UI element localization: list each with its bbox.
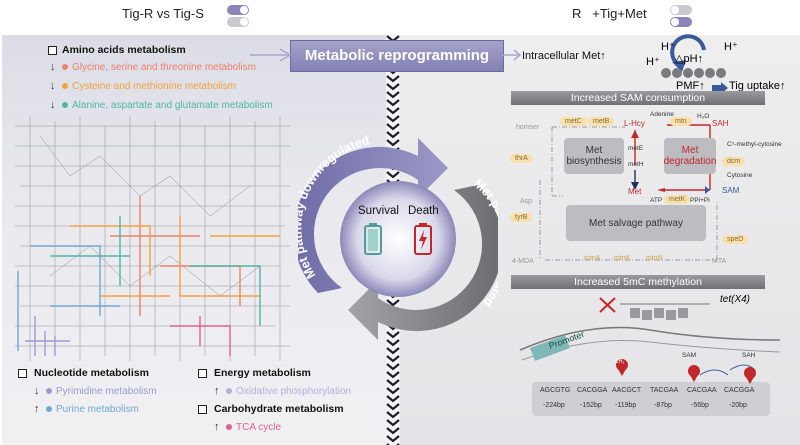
site-seq-2: CACGGA [577,387,608,394]
enzyme-metE: metE [628,145,644,152]
ch3-pin-1 [616,359,628,376]
amino-arrow-3: ↓ [50,99,56,111]
amino-checkbox [48,46,57,55]
enzyme-mtn: mtn [670,117,692,126]
enzyme-mtnK: mtnK [614,255,631,262]
sah-label: SAH [712,119,729,128]
energy-checkbox [198,369,207,378]
atp-label: ATP [650,197,663,204]
tet-gene-label: tet(X4) [720,294,751,305]
met-label: Met [628,187,642,196]
met-salvage-box: Met salvage pathway [566,205,706,241]
tig-uptake-label: Tig uptake↑ [729,80,786,92]
amino-item-3: Alanine, aspartate and glutamate metabol… [62,100,273,111]
lhcy-label: L-Hcy [624,119,645,128]
site-seq-6: CACGGA [724,387,755,394]
carbohydrate-arrow: ↑ [214,421,220,433]
site-pos-2: -152bp [580,402,602,409]
enzyme-tyrB: tyrB [510,213,533,222]
ch3-pin-3 [744,367,756,384]
site-pos-1: -224bp [543,402,565,409]
toggle-switch-top-right[interactable] [670,5,692,15]
mda-label: 4-MDA [512,258,534,265]
metabolic-reprogramming-banner: Metabolic reprogramming [290,40,504,72]
site-pos-3: -119bp [615,402,637,409]
enzyme-metC: metC [560,117,587,126]
sam-consumption-band: Increased SAM consumption [511,91,765,105]
homser-label: homser [516,124,540,131]
cytosine-label: Cytosine [727,172,753,179]
proton-cycle-arrow [670,34,706,72]
pmf-label: PMF↑ [676,80,705,92]
energy-arrow: ↑ [214,385,220,397]
enzyme-metH: metH [628,161,644,168]
amino-acids-title: Amino acids metabolism [62,44,186,56]
metabolic-network-map [15,116,290,361]
site-seq-1: AGCGTG [540,387,571,394]
c5-methyl-label: C⁵-methyl-cytosine [727,141,782,148]
met-pathway-cycle: Met pathway downregulated Met pathway ac… [298,133,498,340]
asp-label: Asp [520,198,533,205]
carbohydrate-checkbox [198,405,207,414]
battery-empty-icon [364,223,382,255]
enzyme-metB: metB [588,117,615,126]
enzyme-thrA: thrA [510,154,533,163]
ch3-label: CH₃ [615,359,625,365]
proton-h3: H⁺ [646,56,660,68]
met-degradation-box: Met degradation [664,138,716,174]
nucleotide-checkbox [18,369,27,378]
ch3-pin-2 [688,365,700,382]
enzyme-mtnA: mtnA [584,255,601,262]
proton-h2: H⁺ [724,41,738,53]
site-seq-5: CACGAA [687,387,717,394]
toggle-switch-top[interactable] [227,5,249,15]
energy-item: Oxidative phosphorylation [226,386,351,397]
h2o-label: H₂O [697,113,710,120]
membrane-beads [661,68,726,78]
right-comparison-title: R +Tig+Met [572,6,647,21]
amino-item-2: Cysteine and methionine metabolism [62,81,236,92]
nucleotide-arrow-1: ↓ [34,385,40,397]
battery-lightning-icon [414,223,432,255]
enzyme-speD: speD [722,235,749,244]
amino-arrow-2: ↓ [50,80,56,92]
methylation-band: Increased 5mC methylation [511,275,765,289]
site-pos-6: -20bp [729,402,747,409]
mta-label: MTA [712,258,727,265]
nucleotide-title: Nucleotide metabolism [34,367,149,379]
toggle-switch-bottom-right[interactable] [670,17,692,27]
adenine-label: Adenine [650,111,674,118]
met-biosynthesis-box: Met biosynthesis [564,138,624,174]
banner-arrow-right [502,49,522,61]
site-pos-5: -56bp [691,402,709,409]
death-label: Death [408,205,439,217]
intracellular-met-label: Intracellular Met↑ [522,50,606,62]
pppi-label: PPi+Pi [690,197,710,204]
amino-item-1: Glycine, serine and threonine metabolism [62,62,256,73]
site-seq-4: TACGAA [650,387,679,394]
nucleotide-item-1: Pyrimidine metabolism [46,386,157,397]
site-seq-3: AACGCT [612,387,642,394]
enzyme-mtnN: mtnN [646,255,663,262]
nucleotide-arrow-2: ↑ [34,403,40,415]
nucleotide-item-2: Purine metabolism [46,404,139,415]
methyl-sam-label: SAM [682,352,697,359]
left-comparison-title: Tig-R vs Tig-S [122,6,204,21]
sam-label: SAM [722,186,740,195]
amino-arrow-1: ↓ [50,61,56,73]
methylation-dna-graphic [519,297,780,416]
survival-label: Survival [358,205,399,217]
banner-arrow-left [250,48,292,62]
site-pos-4: -87bp [654,402,672,409]
proton-h1: H⁺ [661,41,675,53]
energy-title: Energy metabolism [214,367,311,379]
enzyme-metK: metK [664,195,691,204]
carbohydrate-item: TCA cycle [226,422,281,433]
enzyme-dcm: dcm [722,157,746,166]
delta-ph-label: △pH↑ [675,53,704,65]
toggle-switch-bottom[interactable] [227,17,249,27]
carbohydrate-title: Carbohydrate metabolism [214,403,344,415]
methyl-sah-label: SAH [742,352,756,359]
